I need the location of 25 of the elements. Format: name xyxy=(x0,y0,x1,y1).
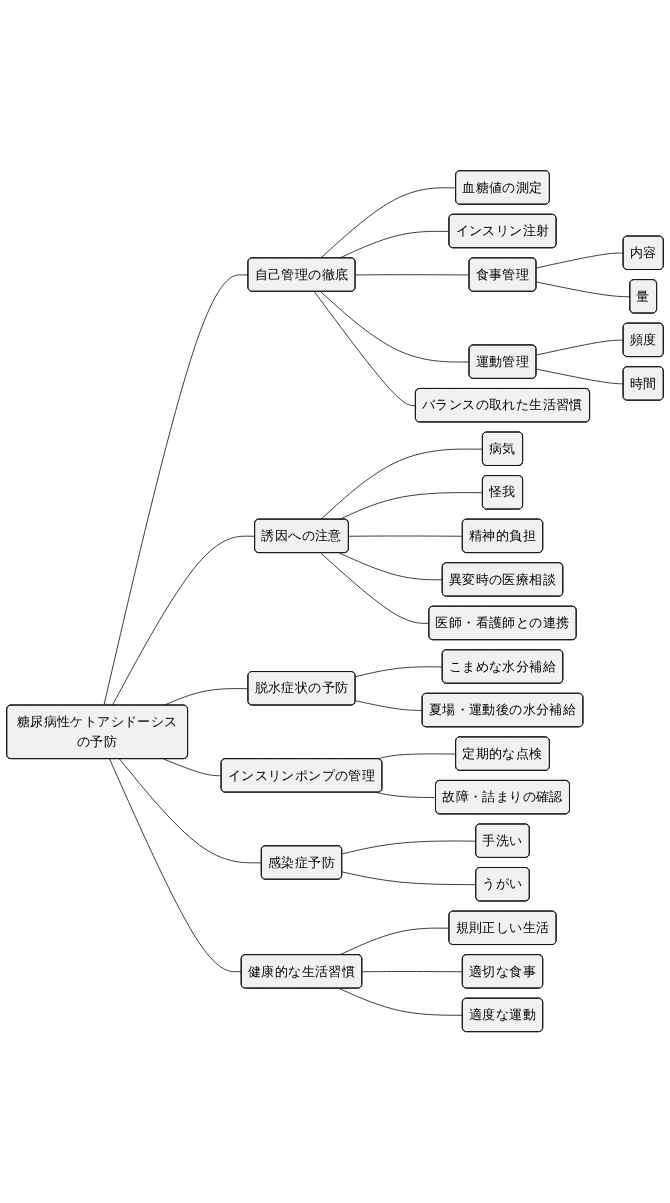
connector xyxy=(341,840,477,855)
connector xyxy=(361,971,464,973)
connector xyxy=(320,449,484,521)
connector xyxy=(536,369,624,385)
connector xyxy=(355,700,423,712)
connector xyxy=(163,758,222,777)
connector xyxy=(119,758,263,864)
connector xyxy=(355,274,470,276)
connector xyxy=(341,871,477,886)
connector xyxy=(536,253,624,269)
connector xyxy=(320,552,430,625)
connector xyxy=(313,291,417,407)
connector xyxy=(338,552,444,581)
connector xyxy=(109,758,243,973)
connector xyxy=(103,274,249,707)
connector xyxy=(163,688,249,707)
connector xyxy=(348,535,464,537)
connector xyxy=(320,291,470,363)
connector xyxy=(536,281,631,298)
connector xyxy=(320,187,457,259)
connector xyxy=(111,536,256,707)
connector xyxy=(338,231,450,259)
connector xyxy=(536,340,624,356)
connector xyxy=(355,666,444,678)
connector xyxy=(376,792,437,799)
